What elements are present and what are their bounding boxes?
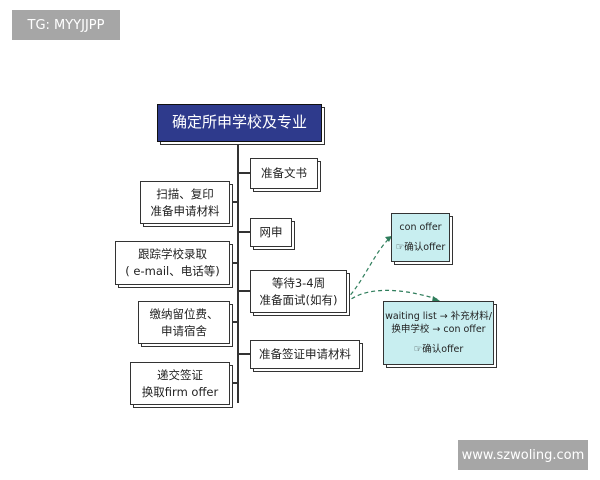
outcome-con-offer: con offer ☞确认offer [391, 213, 450, 262]
outcome-label: 换申学校 → con offer [391, 324, 486, 336]
outcome-label: waiting list → 补充材料/ [385, 311, 492, 323]
connector [228, 382, 238, 384]
arrow-to-con-offer [345, 235, 393, 301]
connector [228, 321, 238, 323]
step-submit-visa: 递交签证换取firm offer [130, 362, 230, 405]
step-wait-interview: 等待3-4周准备面试(如有) [250, 270, 347, 313]
step-track-admission: 跟踪学校录取 ( e-mail、电话等) [115, 241, 230, 285]
root-node: 确定所申学校及专业 [157, 104, 322, 142]
step-label: 换取firm offer [141, 384, 219, 399]
step-label: 准备签证申请材料 [259, 347, 351, 362]
arrow-to-waiting-list [345, 289, 441, 304]
step-label: 扫描、复印 [156, 186, 214, 201]
step-label: ( e-mail、电话等) [125, 264, 220, 278]
step-label: 跟踪学校录取 [138, 247, 207, 262]
step-visa-materials: 准备签证申请材料 [250, 340, 360, 369]
watermark-bottom-right: www.szwoling.com [458, 440, 588, 470]
watermark-top-left: TG: MYYJJPP [12, 10, 120, 40]
connector [238, 353, 250, 355]
connector [238, 172, 250, 174]
step-label: 准备面试(如有) [259, 292, 338, 307]
step-scan-copy: 扫描、复印准备申请材料 [140, 181, 230, 224]
step-label: 等待3-4周 [271, 275, 326, 290]
connector [238, 231, 250, 233]
step-prepare-essays: 准备文书 [250, 158, 318, 189]
root-label: 确定所申学校及专业 [171, 113, 307, 132]
step-label: 网申 [259, 225, 283, 240]
step-label: 准备申请材料 [150, 203, 220, 218]
step-label: 递交签证 [157, 367, 203, 382]
step-label: 缴纳留位费、 [149, 306, 219, 321]
outcome-label: con offer [399, 222, 442, 234]
outcome-label: ☞确认offer [395, 241, 446, 253]
step-label: 准备文书 [261, 166, 307, 181]
spine-connector [237, 140, 239, 403]
arrowhead [385, 236, 392, 242]
step-online-apply: 网申 [250, 218, 292, 247]
outcome-label: ☞确认offer [413, 343, 464, 355]
outcome-waiting-list: waiting list → 补充材料/换申学校 → con offer ☞确认o… [383, 301, 494, 365]
arrowhead [432, 296, 440, 302]
connector [228, 262, 238, 264]
step-pay-deposit: 缴纳留位费、申请宿舍 [138, 301, 230, 344]
step-label: 申请宿舍 [161, 323, 207, 338]
connector [228, 201, 238, 203]
connector [238, 290, 250, 292]
